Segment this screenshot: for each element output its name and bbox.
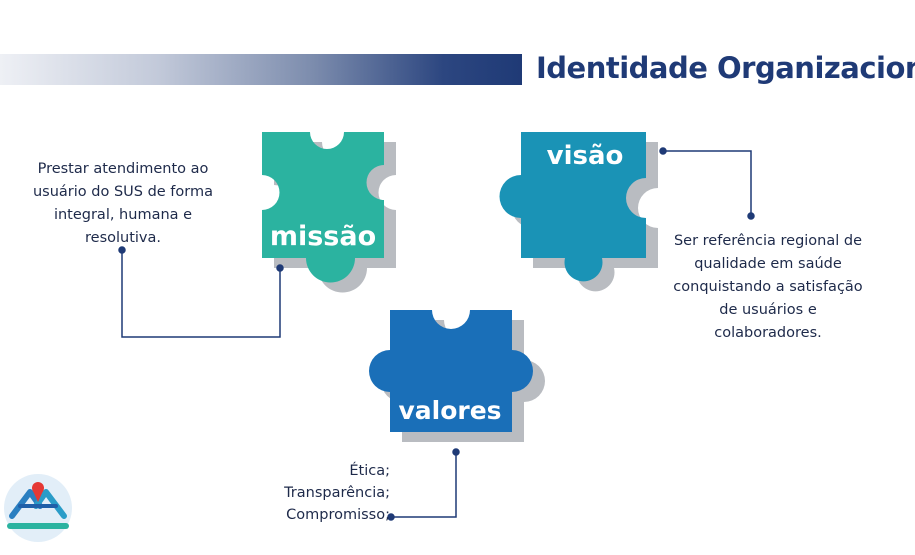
valores-item: Compromisso; bbox=[286, 507, 390, 523]
valores-puzzle-piece: valores bbox=[369, 310, 545, 442]
health-network-logo-icon bbox=[4, 474, 72, 542]
missao-puzzle-piece: missão bbox=[262, 132, 396, 293]
visao-description: Ser referência regional de qualidade em … bbox=[673, 233, 863, 341]
page-title: Identidade Organizacional bbox=[536, 51, 915, 85]
connector-valores bbox=[387, 448, 460, 521]
missao-piece-body bbox=[262, 132, 384, 283]
missao-description: Prestar atendimento ao usuário do SUS de… bbox=[32, 161, 214, 246]
connector-missao bbox=[118, 246, 284, 338]
valores-item: Transparência; bbox=[284, 485, 390, 501]
valores-item: Ética; bbox=[349, 463, 390, 479]
visao-puzzle-piece: visão bbox=[499, 132, 658, 292]
connector-visao bbox=[659, 147, 755, 220]
visao-label: visão bbox=[547, 141, 624, 171]
valores-piece-body bbox=[369, 310, 533, 432]
valores-label: valores bbox=[398, 396, 501, 425]
header-gradient-band bbox=[0, 54, 522, 85]
valores-list: Ética; Transparência; Compromisso; bbox=[250, 460, 390, 526]
missao-label: missão bbox=[270, 221, 376, 252]
visao-piece-body bbox=[499, 132, 646, 282]
